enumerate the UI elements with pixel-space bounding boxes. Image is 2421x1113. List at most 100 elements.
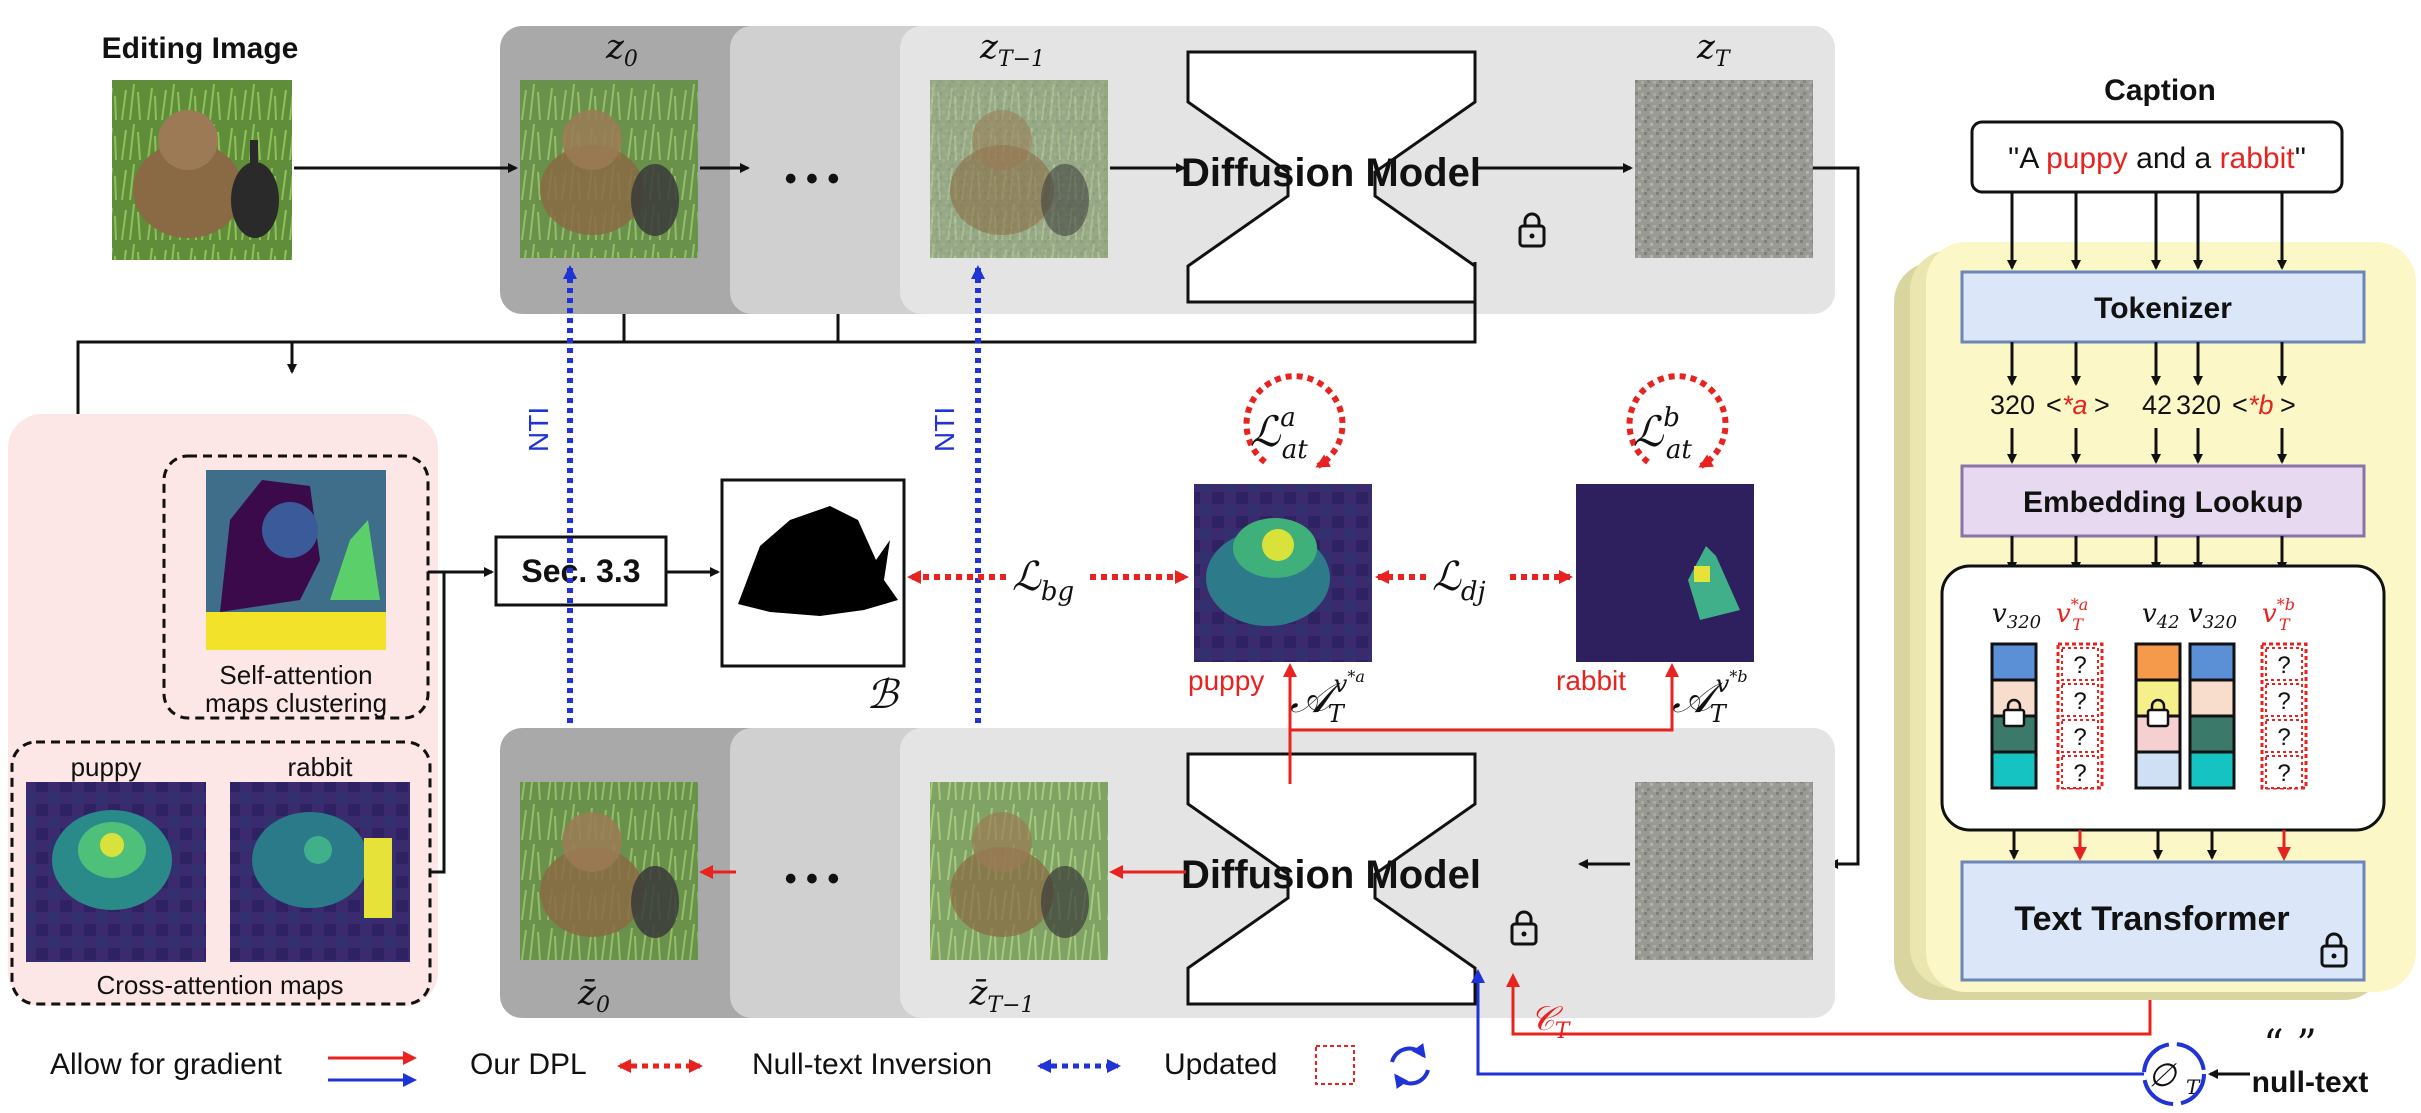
embedding-lookup-label: Embedding Lookup — [2023, 486, 2303, 519]
attn-rabbit-label: rabbit — [1556, 665, 1626, 696]
embedding-to-vectors-arrows — [2007, 536, 2287, 572]
tokenizer-to-tokens-arrows — [2007, 342, 2287, 386]
svg-text:?: ? — [2277, 760, 2290, 787]
bottom-z0-label: z̄0 — [577, 973, 610, 1018]
left-panel: Self-attention maps clustering puppy rab… — [8, 414, 438, 1006]
top-zT-noise-image — [1635, 80, 1813, 258]
legend-gradient-label: Allow for gradient — [50, 1048, 282, 1081]
cross-attn-puppy-label: puppy — [71, 752, 142, 782]
embedding-question-marks-b: ? ? ? ? — [2277, 652, 2290, 787]
svg-text:v*aT: v*aT — [2056, 595, 2088, 634]
embedding-column-v320 — [1990, 642, 2038, 790]
null-text-path — [1471, 969, 2144, 1076]
cross-attn-rabbit-map — [230, 782, 410, 962]
svg-text:42: 42 — [2142, 390, 2172, 420]
top-zt1-image — [930, 80, 1108, 258]
svg-text:?: ? — [2073, 652, 2086, 679]
top-lock-icon — [1518, 212, 1546, 248]
self-attention-line2: maps clustering — [205, 688, 387, 718]
legend-refresh-icon — [1390, 1042, 1430, 1090]
bottom-z0-image — [520, 782, 698, 960]
embedding-column-va — [2056, 642, 2104, 790]
svg-text:∅: ∅ — [2148, 1056, 2178, 1094]
attention-map-puppy — [1194, 484, 1372, 662]
svg-text:?: ? — [2277, 724, 2290, 751]
cluster-to-sec-connector — [428, 567, 494, 874]
embedding-column-vb — [2260, 642, 2308, 790]
top-diffusion-model-label: Diffusion Model — [1181, 151, 1481, 195]
attention-map-rabbit — [1576, 484, 1754, 662]
null-text-symbol: ∅ T — [2142, 1042, 2206, 1106]
svg-text:<: < — [2232, 390, 2248, 420]
token-ids: 320 < *a > 42 320 < *b > — [1990, 390, 2296, 420]
sec-3-3-label: Sec. 3.3 — [521, 553, 640, 589]
svg-text:320: 320 — [1990, 390, 2035, 420]
cross-attn-puppy-map — [26, 782, 206, 962]
embedding-lookup-box — [1960, 464, 2366, 538]
editing-image — [112, 80, 292, 260]
svg-text:T: T — [2186, 1075, 2201, 1099]
tokenizer-label: Tokenizer — [2094, 292, 2232, 325]
bottom-zt1-image — [930, 782, 1108, 960]
tokenizer-box — [1960, 270, 2366, 344]
embedding-lock-icon-1 — [2002, 698, 2026, 728]
top-zt1-label: zT−1 — [979, 27, 1045, 72]
legend-nti-label: Null-text Inversion — [752, 1048, 992, 1081]
svg-text:v320: v320 — [2188, 599, 2237, 633]
svg-text:?: ? — [2277, 652, 2290, 679]
text-transformer-label: Text Transformer — [2014, 900, 2289, 938]
self-attention-box — [162, 454, 430, 720]
caption-text: ''A puppy and a rabbit'' — [2008, 142, 2306, 175]
legend-dpl-label: Our DPL — [470, 1048, 587, 1081]
cross-attn-rabbit-label: rabbit — [287, 752, 353, 782]
embedding-column-v42 — [2134, 642, 2182, 790]
background-mask-B — [720, 478, 906, 668]
nti-label-right: NTI — [929, 407, 960, 452]
top-z0-image — [520, 80, 698, 258]
attn-A-rabbit: 𝒜Tv*b — [1672, 667, 1748, 728]
top-z0-label: z0 — [605, 27, 638, 72]
attn-puppy-label: puppy — [1188, 665, 1264, 696]
loss-dj-label: ℒdj — [1432, 554, 1486, 607]
top-zT-label: zT — [1696, 27, 1732, 72]
embedding-column-v320-b — [2188, 642, 2236, 790]
mask-B-label: ℬ — [866, 672, 900, 718]
top-row: Editing Image z0 • • • zT−1 Diff — [102, 26, 1835, 314]
svg-text:?: ? — [2073, 760, 2086, 787]
bottom-zT-noise-image — [1635, 782, 1813, 960]
self-attention-line1: Self-attention — [219, 660, 372, 690]
nti-label-left: NTI — [523, 407, 554, 452]
svg-text:>: > — [2280, 390, 2296, 420]
svg-text:?: ? — [2073, 688, 2086, 715]
svg-text:?: ? — [2277, 688, 2290, 715]
svg-text:v320: v320 — [1992, 599, 2041, 633]
caption-title: Caption — [2104, 74, 2216, 107]
grad-to-rabbit-attn — [1290, 663, 1679, 732]
top-ellipsis: • • • — [785, 160, 840, 198]
bottom-zt1-label: z̄T−1 — [968, 973, 1034, 1018]
svg-text:v*bT: v*bT — [2262, 595, 2295, 634]
bottom-row: z̄0 • • • z̄T−1 Diffusion Model — [500, 663, 1835, 1018]
editing-image-title: Editing Image — [102, 32, 299, 65]
attn-A-puppy: 𝒜Tv*a — [1290, 667, 1365, 728]
bottom-diffusion-model-label: Diffusion Model — [1181, 853, 1481, 897]
embedding-question-marks-a: ? ? ? ? — [2073, 652, 2086, 787]
svg-text:v42: v42 — [2142, 599, 2180, 633]
loss-bg-label: ℒbg — [1012, 554, 1074, 607]
bottom-diffusion-model-shape — [1186, 752, 1477, 1006]
arrow-zT-to-bottom — [1813, 166, 1860, 869]
sec-3-3-box — [494, 535, 668, 607]
legend-updated-label: Updated — [1164, 1048, 1277, 1081]
embedding-lock-icon-2 — [2146, 698, 2170, 728]
null-text-label: null-text — [2252, 1066, 2369, 1099]
svg-text:320: 320 — [2176, 390, 2221, 420]
ct-gradient-path — [1506, 973, 2152, 1036]
svg-text:>: > — [2094, 390, 2110, 420]
text-transformer-box — [1960, 860, 2366, 982]
